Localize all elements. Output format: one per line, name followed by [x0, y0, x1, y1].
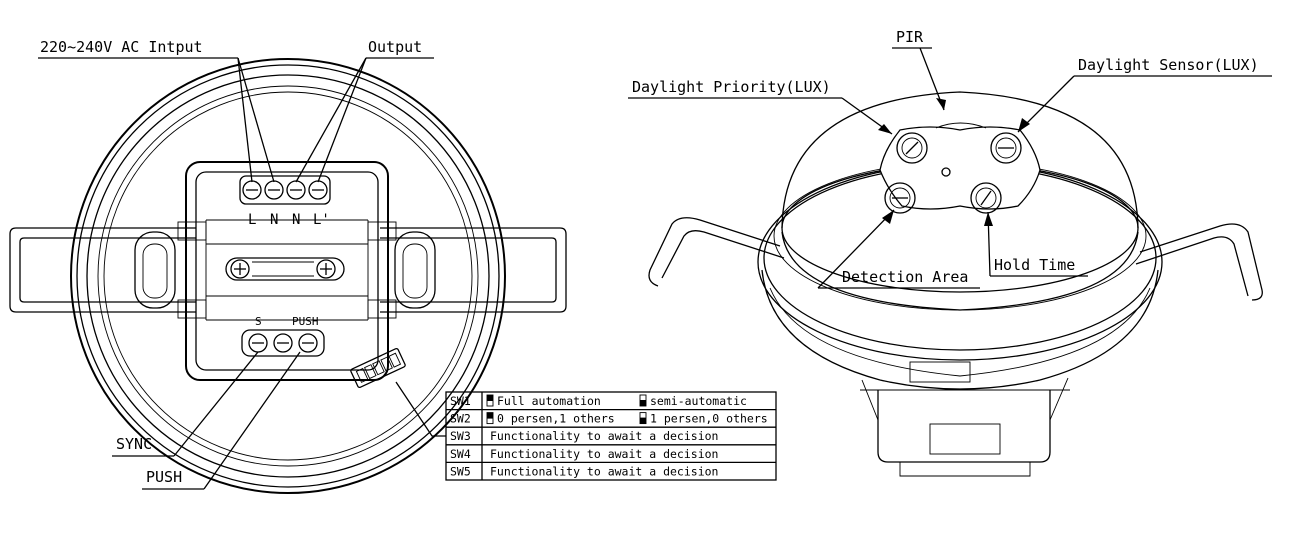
sw4-text: Functionality to await a decision — [490, 447, 718, 461]
back-view: L N N L' S PUSH 220~240V AC Intput Outpu… — [9, 38, 567, 494]
perspective-view: PIR Daylight Priority(LUX) Daylight Sens… — [628, 28, 1272, 477]
sw2-id: SW2 — [450, 412, 471, 426]
pir-label: PIR — [896, 28, 924, 46]
daylight-sensor-label: Daylight Sensor(LUX) — [1078, 56, 1259, 74]
hold-time-knob — [970, 182, 1002, 214]
right-spring-clip — [380, 227, 567, 313]
left-spring-clip — [9, 227, 196, 313]
terminal-label-s: S — [255, 315, 262, 328]
sw4-id: SW4 — [450, 447, 471, 461]
sw1-option-b: semi-automatic — [650, 394, 747, 408]
daylight-priority-knob — [896, 132, 928, 164]
detection-area-knob — [884, 182, 916, 214]
daylight-priority-label: Daylight Priority(LUX) — [632, 78, 831, 96]
sw3-text: Functionality to await a decision — [490, 429, 718, 443]
sw3-id: SW3 — [450, 429, 471, 443]
sw1-id: SW1 — [450, 394, 471, 408]
terminal-label-push: PUSH — [292, 315, 319, 328]
sw1-option-a: Full automation — [497, 394, 601, 408]
switch-table: SW1 Full automation semi-automatic SW2 0… — [445, 391, 777, 481]
dip-switch — [350, 347, 406, 389]
terminal-label-n2: N — [292, 212, 300, 228]
sw5-text: Functionality to await a decision — [490, 464, 718, 478]
sync-label: SYNC — [116, 435, 152, 453]
output-label: Output — [368, 38, 422, 56]
sw2-option-a: 0 persen,1 others — [497, 412, 615, 426]
daylight-sensor-knob — [990, 132, 1022, 164]
hold-time-label: Hold Time — [994, 256, 1075, 274]
terminal-label-n1: N — [270, 212, 278, 228]
terminal-label-l-prime: L' — [313, 212, 330, 228]
sw5-id: SW5 — [450, 464, 471, 478]
input-label: 220~240V AC Intput — [40, 38, 203, 56]
sw2-option-b: 1 persen,0 others — [650, 412, 768, 426]
push-label: PUSH — [146, 468, 182, 486]
detection-area-label: Detection Area — [842, 268, 968, 286]
top-terminals — [242, 180, 328, 200]
terminal-label-l: L — [248, 212, 256, 228]
